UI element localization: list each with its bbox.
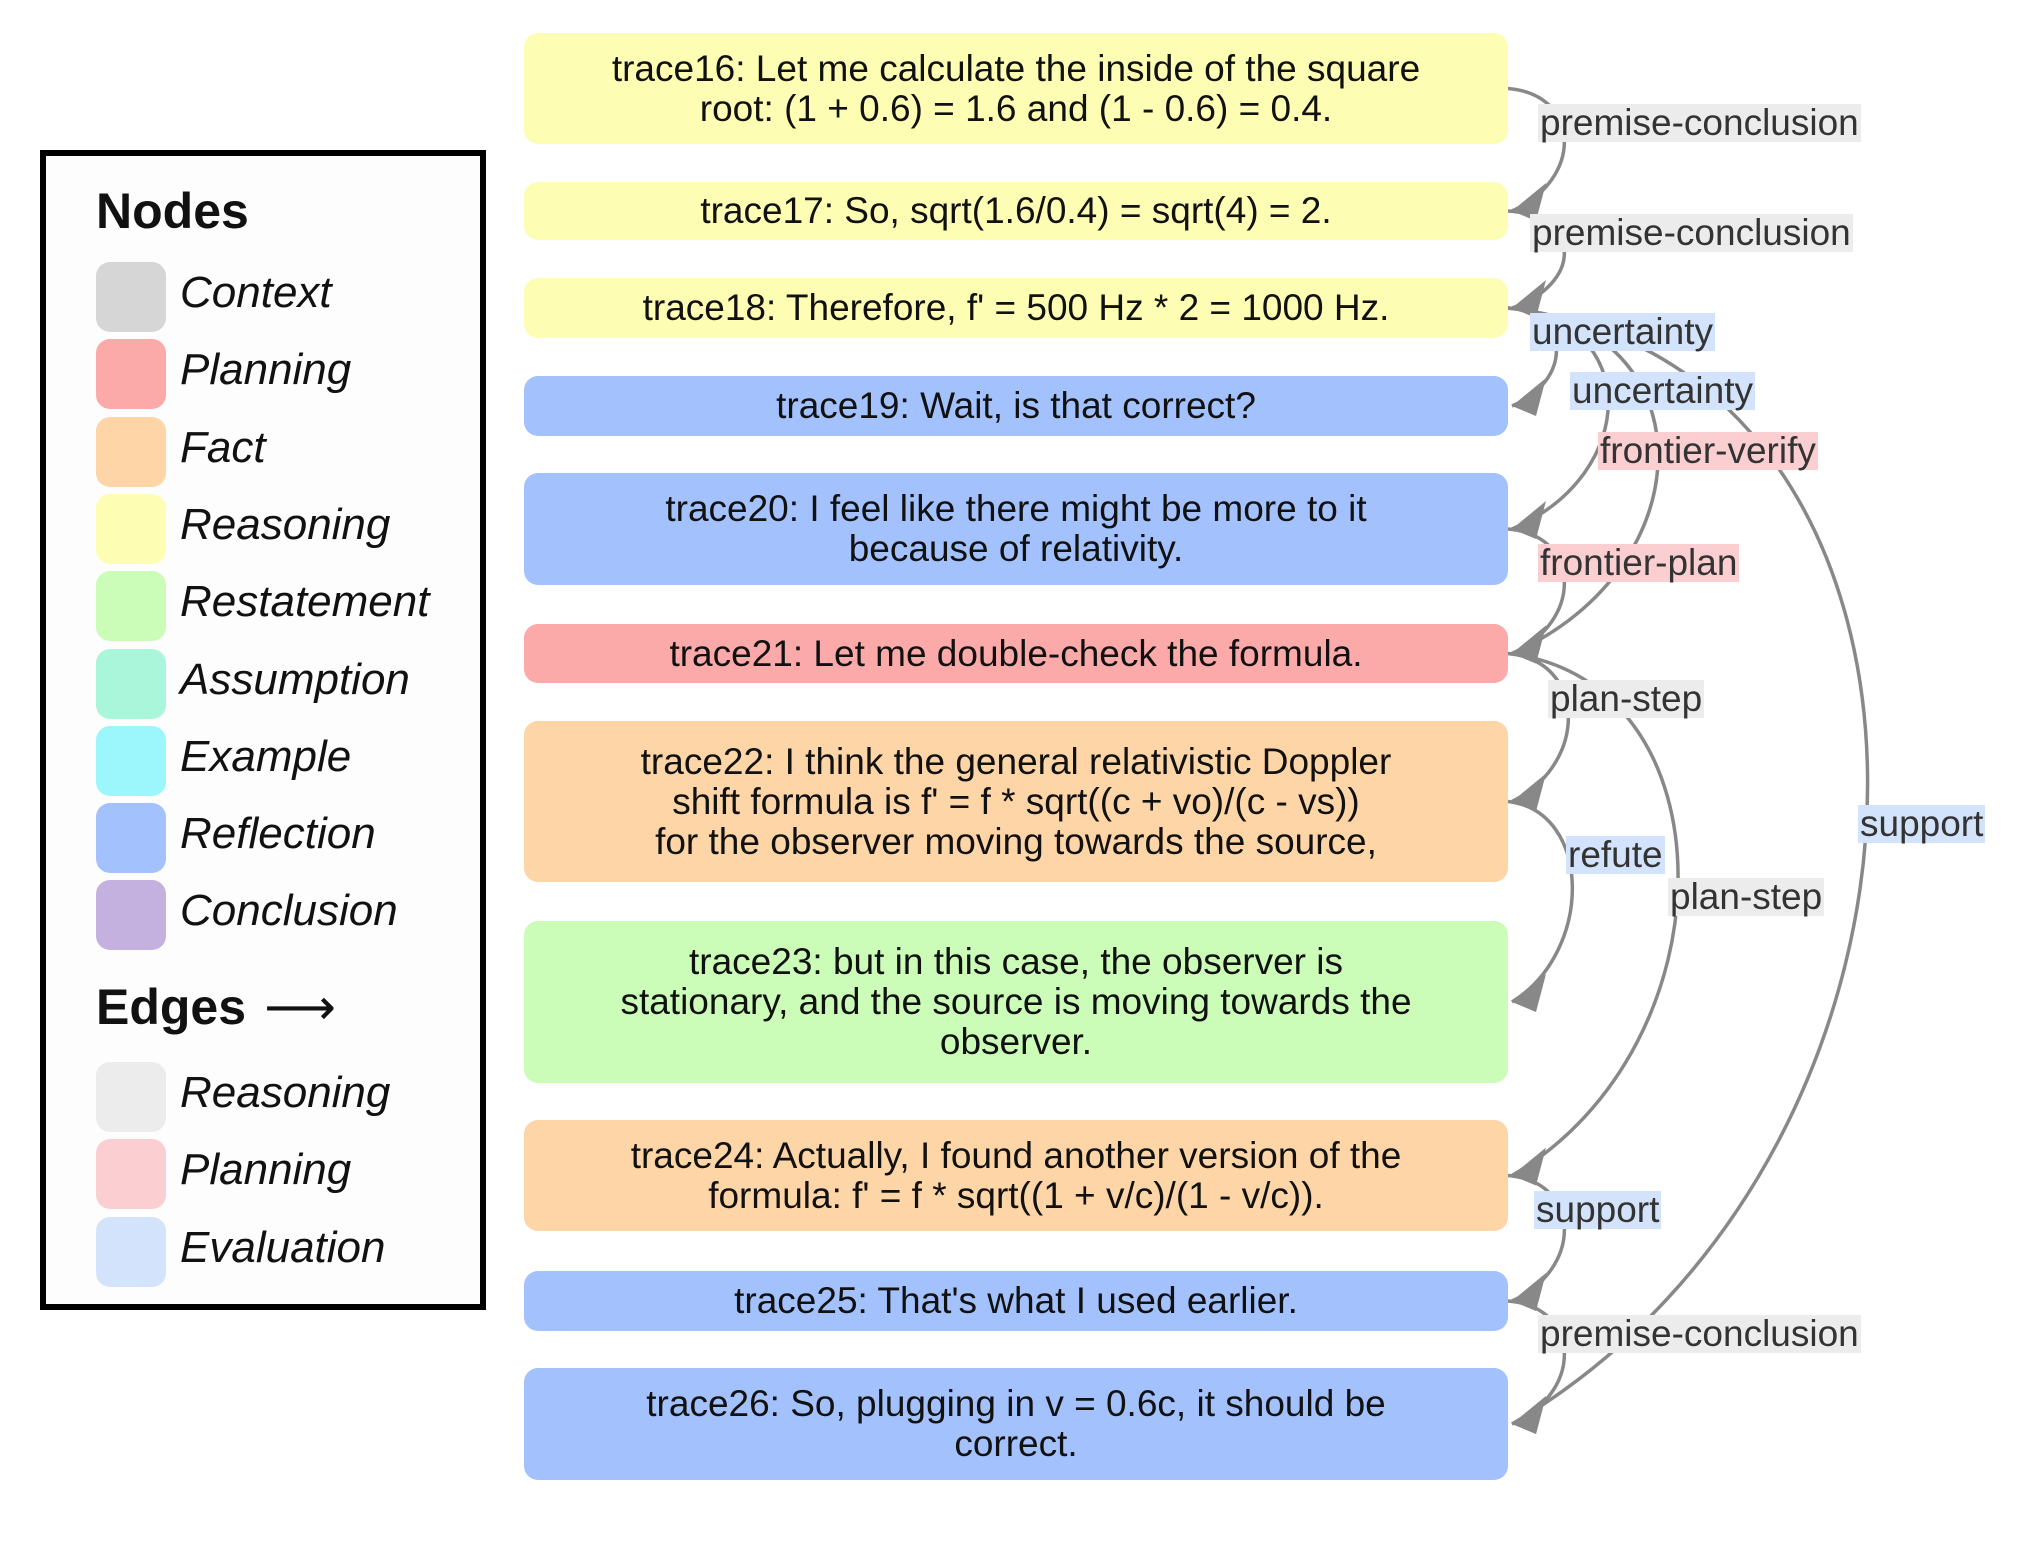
legend-label: Planning [180, 345, 352, 395]
arrowhead-icon [1512, 378, 1546, 416]
edge-label-uncertainty: uncertainty [1530, 311, 1715, 352]
node-trace25: trace25: That's what I used earlier. [524, 1271, 1508, 1331]
edge-trace22-trace23 [1507, 799, 1575, 1004]
legend-swatch [96, 571, 166, 642]
edge-trace18-trace26 [1507, 306, 1870, 1426]
edge-label-support: support [1858, 803, 1986, 844]
node-trace18: trace18: Therefore, f' = 500 Hz * 2 = 10… [524, 278, 1508, 338]
arrow-right-icon: ⟶ [264, 979, 336, 1035]
legend-label: Reasoning [180, 499, 391, 549]
edge-label-frontier-plan: frontier-plan [1538, 542, 1740, 583]
legend-swatch [96, 1139, 166, 1210]
edge-trace21-trace24 [1507, 651, 1680, 1178]
legend-label: Reasoning [180, 1068, 391, 1117]
legend-label: Fact [180, 422, 266, 472]
node-trace26: trace26: So, plugging in v = 0.6c, it sh… [524, 1368, 1508, 1480]
legend-swatch [96, 1062, 166, 1132]
edge-label-plan-step: plan-step [1548, 678, 1705, 719]
legend-edges-title: Edges ⟶ [96, 978, 336, 1036]
legend-label: Context [180, 268, 332, 317]
edge-trace21-trace22 [1507, 651, 1570, 804]
legend-label: Restatement [180, 577, 430, 627]
legend-swatch [96, 880, 166, 951]
node-trace23: trace23: but in this case, the observer … [524, 921, 1508, 1083]
node-trace21: trace21: Let me double-check the formula… [524, 624, 1508, 683]
node-trace16: trace16: Let me calculate the inside of … [524, 33, 1508, 144]
arrowhead-icon [1512, 974, 1546, 1012]
node-trace20: trace20: I feel like there might be more… [524, 473, 1508, 585]
legend-swatch [96, 416, 166, 487]
legend-swatch [96, 339, 166, 410]
edge-label-plan-step: plan-step [1668, 876, 1825, 917]
legend-swatch [96, 725, 166, 796]
node-trace22: trace22: I think the general relativisti… [524, 721, 1508, 882]
legend-label: Example [180, 731, 352, 781]
arrowhead-icon [1512, 773, 1546, 812]
legend-label: Conclusion [180, 886, 398, 936]
legend-swatch [96, 803, 166, 874]
edge-label-refute: refute [1566, 834, 1665, 875]
edge-label-support: support [1534, 1189, 1662, 1230]
legend-swatch [96, 1216, 166, 1287]
node-trace24: trace24: Actually, I found another versi… [524, 1120, 1508, 1231]
edge-label-premise-conclusion: premise-conclusion [1530, 212, 1853, 253]
legend-swatch [96, 262, 166, 332]
legend-edges-title-text: Edges [96, 979, 247, 1035]
node-trace19: trace19: Wait, is that correct? [524, 376, 1508, 436]
legend-label: Assumption [180, 654, 410, 704]
legend-label: Planning [180, 1145, 352, 1195]
legend-label: Reflection [180, 809, 376, 859]
legend-swatch [96, 648, 166, 719]
edge-label-uncertainty: uncertainty [1570, 370, 1755, 411]
edge-trace18-trace21 [1507, 306, 1660, 656]
edge-label-frontier-verify: frontier-verify [1598, 430, 1818, 471]
node-trace17: trace17: So, sqrt(1.6/0.4) = sqrt(4) = 2… [524, 182, 1508, 240]
legend-swatch [96, 493, 166, 564]
legend-label: Evaluation [180, 1222, 386, 1272]
arrowhead-icon [1512, 1396, 1546, 1434]
edge-label-premise-conclusion: premise-conclusion [1538, 102, 1861, 143]
edge-label-premise-conclusion: premise-conclusion [1538, 1313, 1861, 1354]
legend-nodes-title: Nodes [96, 183, 249, 239]
